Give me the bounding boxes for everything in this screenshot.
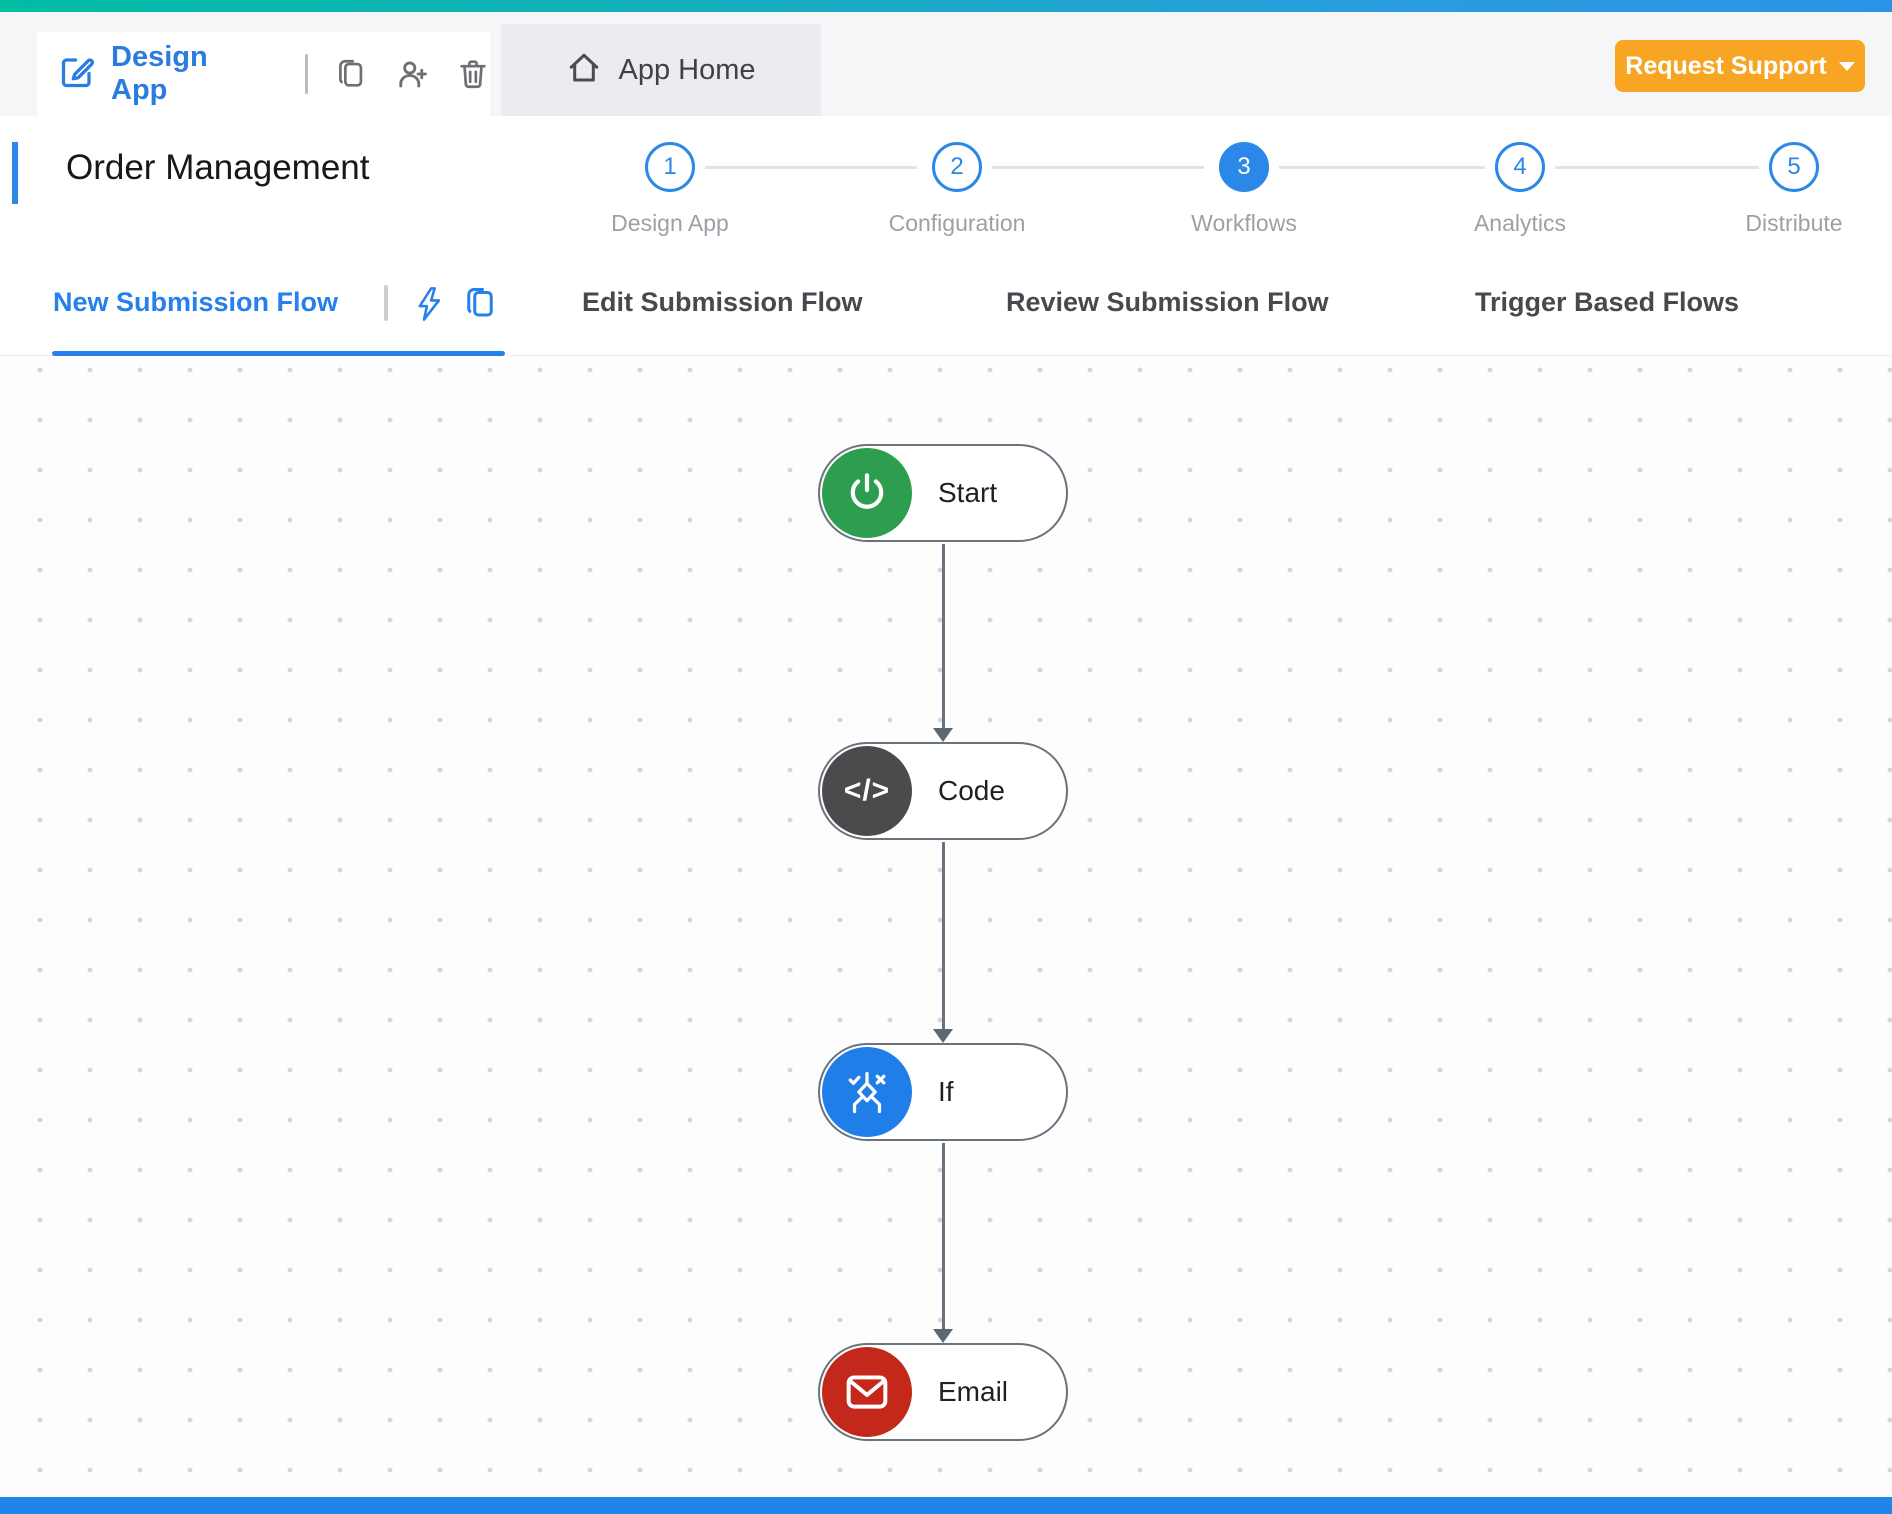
- title-bar: Order Management 1 Design App 2 Configur…: [0, 116, 1892, 263]
- header-divider: [305, 54, 308, 94]
- flow-arrowhead-icon: [933, 1029, 953, 1043]
- step-connector-2: [992, 166, 1204, 169]
- step-label-3: Workflows: [1191, 210, 1297, 236]
- step-circle-1[interactable]: 1: [645, 142, 695, 192]
- request-support-label: Request Support: [1625, 51, 1827, 80]
- design-app-button[interactable]: Design App: [59, 41, 267, 107]
- copy-flow-icon[interactable]: [462, 285, 498, 326]
- code-icon: </>: [822, 746, 912, 836]
- workflow-node-email[interactable]: Email: [818, 1343, 1068, 1441]
- step-label-1: Design App: [611, 210, 729, 236]
- node-label: Code: [938, 775, 1005, 806]
- node-label: Start: [938, 477, 998, 508]
- request-support-button[interactable]: Request Support: [1615, 40, 1865, 92]
- tab-separator: [384, 285, 388, 321]
- node-label: If: [938, 1076, 954, 1107]
- node-label: Email: [938, 1376, 1009, 1407]
- step-label-5: Distribute: [1745, 210, 1843, 236]
- step-label-4: Analytics: [1473, 210, 1567, 236]
- app-home-button[interactable]: App Home: [501, 24, 821, 116]
- tab-review-submission-flow[interactable]: Review Submission Flow: [1006, 287, 1329, 317]
- trash-icon[interactable]: [456, 57, 490, 91]
- workflow-node-code[interactable]: </> Code: [818, 742, 1068, 840]
- step-connector-3: [1279, 166, 1485, 169]
- power-icon: [822, 448, 912, 538]
- step-circle-2[interactable]: 2: [932, 142, 982, 192]
- caret-down-icon: [1838, 61, 1855, 71]
- edit-icon: [59, 54, 95, 95]
- envelope-icon: [822, 1347, 912, 1437]
- tab-new-submission-flow[interactable]: New Submission Flow: [53, 287, 339, 317]
- flow-tab-bar: New Submission Flow Edit Submission Flow…: [0, 263, 1892, 356]
- step-circle-4[interactable]: 4: [1495, 142, 1545, 192]
- flow-connector: [942, 842, 945, 1029]
- active-tab-underline: [52, 351, 505, 356]
- top-gradient-bar: [0, 0, 1892, 12]
- title-accent-bar: [12, 142, 18, 204]
- workflow-canvas[interactable]: [0, 356, 1892, 1497]
- flow-arrowhead-icon: [933, 728, 953, 742]
- page-title: Order Management: [66, 148, 370, 187]
- flow-connector: [942, 1143, 945, 1329]
- tab-trigger-based-flows[interactable]: Trigger Based Flows: [1475, 287, 1740, 317]
- home-icon: [566, 50, 602, 91]
- branch-icon: [822, 1047, 912, 1137]
- code-glyph: </>: [843, 774, 891, 807]
- design-app-label: Design App: [111, 41, 208, 106]
- tab-edit-submission-flow[interactable]: Edit Submission Flow: [582, 287, 863, 317]
- step-label-2: Configuration: [888, 210, 1026, 236]
- header: Design App: [0, 12, 1892, 116]
- flow-connector: [942, 544, 945, 730]
- step-circle-3[interactable]: 3: [1219, 142, 1269, 192]
- flow-arrowhead-icon: [933, 1329, 953, 1343]
- copy-app-icon[interactable]: [334, 57, 368, 91]
- add-user-icon[interactable]: [394, 56, 430, 92]
- design-tools-panel: Design App: [37, 32, 490, 116]
- bottom-accent-bar: [0, 1497, 1892, 1514]
- workflow-node-if[interactable]: If: [818, 1043, 1068, 1141]
- step-connector-1: [705, 166, 917, 169]
- workflow-node-start[interactable]: Start: [818, 444, 1068, 542]
- step-circle-5[interactable]: 5: [1769, 142, 1819, 192]
- lightning-icon[interactable]: [412, 285, 446, 328]
- app-home-label: App Home: [618, 53, 756, 86]
- step-connector-4: [1555, 166, 1759, 169]
